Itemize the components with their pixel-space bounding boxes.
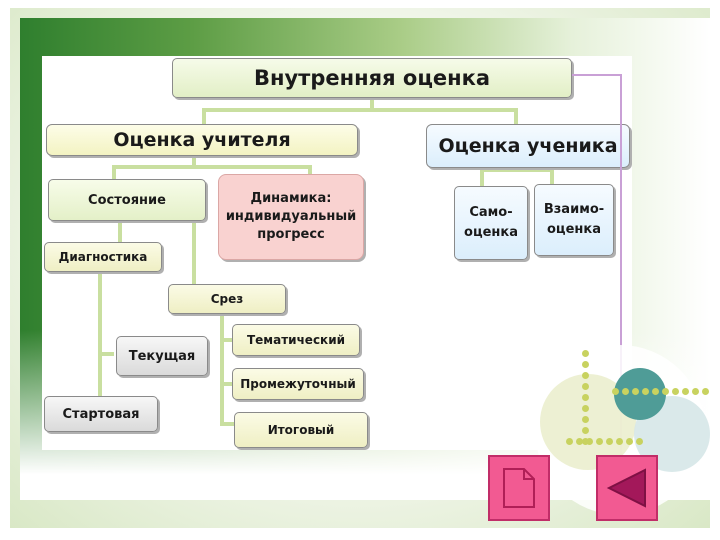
link-line bbox=[572, 74, 622, 76]
decorative-dot bbox=[662, 388, 669, 395]
connector bbox=[202, 108, 516, 112]
triangle-left-icon bbox=[606, 468, 646, 508]
student-assessment-node: Оценка ученика bbox=[426, 124, 630, 168]
thematic-node: Тематический bbox=[232, 324, 360, 356]
decorative-dot bbox=[636, 438, 643, 445]
mutual-label-1: Взаимо- bbox=[543, 202, 605, 217]
student-label: Оценка ученика bbox=[438, 135, 618, 157]
dynamics-label-1: Динамика: bbox=[250, 191, 332, 206]
root-node: Внутренняя оценка bbox=[172, 58, 572, 98]
decorative-dot bbox=[582, 372, 589, 379]
back-button[interactable] bbox=[596, 455, 658, 521]
starting-label: Стартовая bbox=[62, 406, 140, 422]
connector bbox=[480, 168, 552, 172]
slice-label: Срез bbox=[210, 292, 244, 306]
assessment-diagram: Внутренняя оценка Оценка учителя Оценка … bbox=[42, 56, 632, 450]
decorative-dot bbox=[566, 438, 573, 445]
decorative-dot bbox=[682, 388, 689, 395]
mutual-assessment-node: Взаимо- оценка bbox=[534, 184, 614, 256]
decorative-dot bbox=[626, 438, 633, 445]
mutual-label-2: оценка bbox=[547, 222, 601, 237]
decorative-dot bbox=[596, 438, 603, 445]
final-node: Итоговый bbox=[234, 412, 368, 448]
decorative-dot bbox=[582, 361, 589, 368]
decorative-dot bbox=[582, 438, 589, 445]
connector bbox=[550, 168, 554, 186]
connector bbox=[192, 156, 196, 168]
document-button[interactable] bbox=[488, 455, 550, 521]
connector bbox=[514, 108, 518, 124]
decorative-dot bbox=[622, 388, 629, 395]
connector bbox=[308, 165, 312, 179]
decorative-dot bbox=[642, 388, 649, 395]
connector bbox=[202, 108, 206, 124]
connector bbox=[370, 96, 374, 110]
state-node: Состояние bbox=[48, 179, 206, 221]
decorative-dot bbox=[672, 388, 679, 395]
diagnostics-label: Диагностика bbox=[58, 250, 148, 264]
decorative-dot bbox=[582, 394, 589, 401]
connector bbox=[220, 314, 224, 424]
decorative-dot bbox=[692, 388, 699, 395]
decorative-dot bbox=[702, 388, 709, 395]
document-icon bbox=[503, 468, 535, 508]
self-assessment-node: Само- оценка bbox=[454, 186, 528, 260]
decorative-dot bbox=[606, 438, 613, 445]
decorative-dot bbox=[582, 416, 589, 423]
connector bbox=[98, 352, 114, 356]
self-label-1: Само- bbox=[469, 205, 513, 220]
dynamics-node: Динамика: индивидуальный прогресс bbox=[218, 174, 364, 260]
decorative-dot bbox=[582, 350, 589, 357]
dynamics-label-2: индивидуальный bbox=[225, 209, 357, 224]
link-line bbox=[620, 74, 622, 456]
connector bbox=[220, 422, 234, 426]
connector bbox=[480, 168, 484, 186]
decorative-dot bbox=[652, 388, 659, 395]
diagnostics-node: Диагностика bbox=[44, 242, 162, 272]
decorative-dot bbox=[632, 388, 639, 395]
root-label: Внутренняя оценка bbox=[253, 66, 491, 90]
starting-node: Стартовая bbox=[44, 396, 158, 432]
current-node: Текущая bbox=[116, 336, 208, 376]
connector bbox=[118, 222, 122, 242]
slice-node: Срез bbox=[168, 284, 286, 314]
connector bbox=[112, 165, 312, 169]
decorative-dot bbox=[576, 438, 583, 445]
dynamics-label-3: прогресс bbox=[257, 227, 325, 242]
decorative-dot bbox=[612, 388, 619, 395]
teacher-assessment-node: Оценка учителя bbox=[46, 124, 358, 156]
decorative-dot bbox=[616, 438, 623, 445]
connector bbox=[98, 272, 102, 396]
intermediate-label: Промежуточный bbox=[240, 377, 356, 391]
state-label: Состояние bbox=[88, 192, 166, 208]
intermediate-node: Промежуточный bbox=[232, 368, 364, 400]
connector bbox=[112, 165, 116, 179]
decorative-dot bbox=[582, 427, 589, 434]
decorative-dot bbox=[582, 383, 589, 390]
final-label: Итоговый bbox=[267, 423, 335, 437]
decorative-dot bbox=[582, 405, 589, 412]
connector bbox=[220, 382, 232, 386]
teacher-label: Оценка учителя bbox=[113, 129, 291, 151]
thematic-label: Тематический bbox=[246, 333, 346, 347]
connector bbox=[192, 222, 196, 284]
decorative-dot bbox=[586, 438, 593, 445]
current-label: Текущая bbox=[128, 348, 196, 364]
self-label-2: оценка bbox=[464, 225, 518, 240]
connector bbox=[220, 338, 232, 342]
